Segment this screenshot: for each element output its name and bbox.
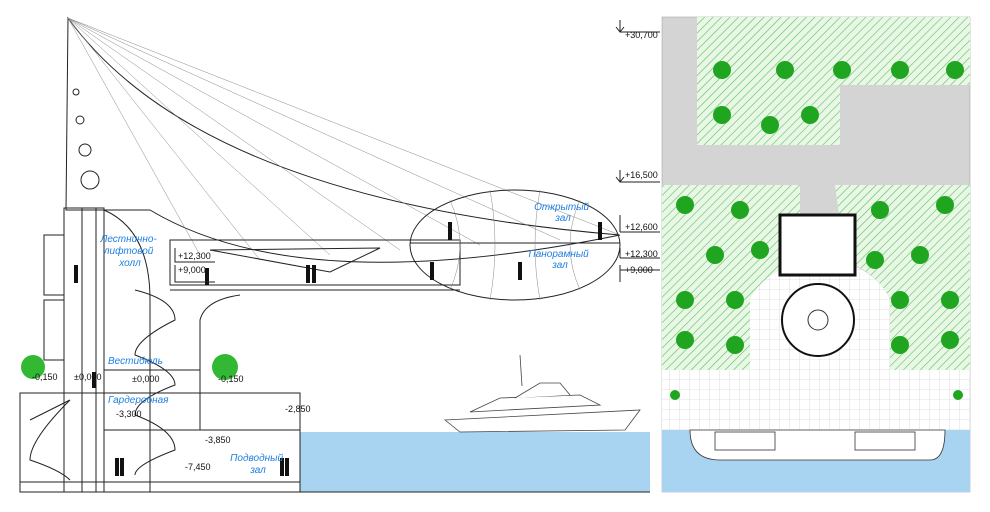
elevation-mark: -0,150: [32, 372, 58, 382]
elevation-mark: -0,150: [218, 374, 244, 384]
water: [300, 432, 650, 492]
people-silhouettes: [74, 222, 602, 476]
spiral-stair: [29, 289, 176, 481]
room-label-vestibule: Вестибюль: [108, 355, 163, 367]
elevation-mark: +9,000: [625, 265, 653, 275]
palm-trees: [670, 61, 964, 400]
lawn: [697, 17, 970, 145]
elevation-mark: +12,300: [625, 249, 658, 259]
room-label-panoramic-hall: Панорамный зал: [528, 249, 591, 271]
pier: [689, 429, 946, 461]
spiral-stair-plan: [781, 283, 855, 357]
elevation-mark: +9,000: [178, 265, 206, 275]
tree-icon: [21, 355, 45, 379]
elevation-mark: -3,850: [205, 435, 231, 445]
elevation-mark: -2,850: [285, 404, 311, 414]
elevation-mark: -3,300: [116, 409, 142, 419]
lawn: [662, 185, 800, 370]
elevation-mark: ±0,000: [132, 374, 159, 384]
building-section: Лестнично- лифтовой холл Вестибюль Гарде…: [19, 16, 660, 493]
elevation-mark: +12,600: [625, 222, 658, 232]
lawn: [835, 185, 970, 370]
panoramic-pod: [409, 189, 621, 301]
room-label-cloakroom: Гардеробная: [108, 394, 169, 406]
building-footprint: [778, 213, 857, 277]
room-label-stair-hall: Лестнично- лифтовой холл: [99, 234, 159, 269]
elevation-mark: ±0,000: [74, 372, 101, 382]
elevation-mark: +16,500: [625, 170, 658, 180]
elevation-mark: +12,300: [178, 251, 211, 261]
site-plan: [661, 16, 971, 493]
elevation-mark: +30,700: [625, 30, 658, 40]
elevation-mark: -7,450: [185, 462, 211, 472]
room-label-open-hall: Открытый зал: [534, 202, 592, 224]
room-label-underwater-hall: Подводный зал: [230, 453, 286, 476]
yacht-illustration: [443, 354, 641, 433]
tree-icon: [212, 354, 238, 380]
